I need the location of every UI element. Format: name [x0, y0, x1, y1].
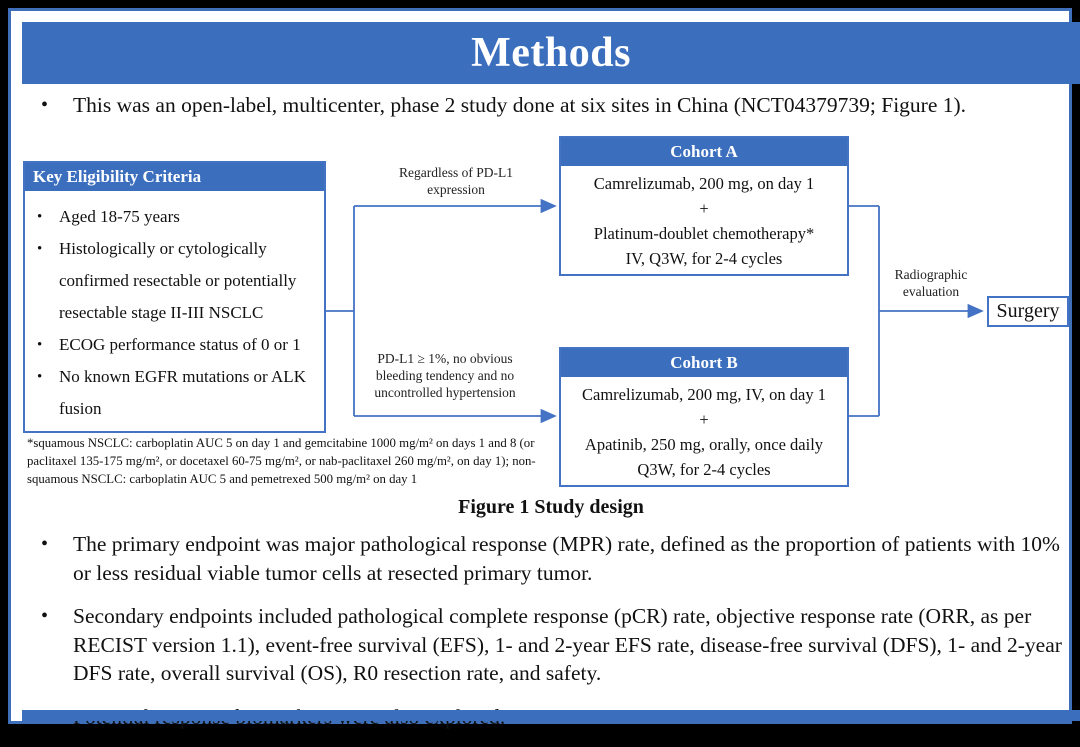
flow-connectors	[326, 198, 984, 424]
bullet-text: The primary endpoint was major pathologi…	[73, 532, 1060, 585]
evaluation-label: Radiographic evaluation	[894, 267, 968, 299]
eligibility-box: Key Eligibility Criteria Aged 18-75 year…	[23, 161, 326, 433]
eligibility-item: Histologically or cytologically confirme…	[35, 233, 318, 329]
cohort-a-header: Cohort A	[561, 138, 847, 166]
eligibility-item: No known EGFR mutations or ALK fusion	[35, 361, 318, 425]
cohort-a-line: Platinum-doublet chemotherapy*	[593, 224, 815, 243]
cohort-a-line: IV, Q3W, for 2-4 cycles	[625, 249, 783, 268]
bullet-primary-endpoint: The primary endpoint was major pathologi…	[41, 530, 1069, 587]
eligibility-list: Aged 18-75 years Histologically or cytol…	[25, 191, 324, 425]
study-design-figure: Key Eligibility Criteria Aged 18-75 year…	[11, 129, 1080, 495]
branch-label-bottom: PD-L1 ≥ 1%, no obvious bleeding tendency…	[374, 351, 516, 400]
cohort-b-line: +	[699, 410, 709, 429]
eligibility-header: Key Eligibility Criteria	[25, 163, 324, 191]
eligibility-item: ECOG performance status of 0 or 1	[35, 329, 318, 361]
bullet-text: Secondary endpoints included pathologica…	[73, 604, 1062, 686]
surgery-label: Surgery	[996, 300, 1060, 322]
branch-label-top: Regardless of PD-L1 expression	[399, 165, 513, 197]
bullet-secondary-endpoints: Secondary endpoints included pathologica…	[41, 602, 1069, 688]
cohort-b-line: Q3W, for 2-4 cycles	[637, 460, 771, 479]
cohort-a-box: Cohort A Camrelizumab, 200 mg, on day 1 …	[559, 136, 849, 276]
chemotherapy-footnote: *squamous NSCLC: carboplatin AUC 5 on da…	[27, 436, 536, 486]
slide: Methods This was an open-label, multicen…	[8, 8, 1080, 729]
cohort-a-body: Camrelizumab, 200 mg, on day 1 + Platinu…	[561, 166, 847, 271]
title-bar: Methods	[22, 22, 1080, 84]
footer-accent-bar	[22, 710, 1080, 721]
page-title: Methods	[471, 30, 631, 76]
surgery-box: Surgery	[987, 296, 1069, 327]
cohort-b-body: Camrelizumab, 200 mg, IV, on day 1 + Apa…	[561, 377, 847, 482]
intro-bullet: This was an open-label, multicenter, pha…	[41, 91, 1063, 120]
figure-caption: Figure 1 Study design	[458, 496, 644, 518]
eligibility-item: Aged 18-75 years	[35, 201, 318, 233]
intro-bullet-text: This was an open-label, multicenter, pha…	[73, 93, 967, 117]
cohort-b-line: Camrelizumab, 200 mg, IV, on day 1	[582, 385, 826, 404]
cohort-b-header: Cohort B	[561, 349, 847, 377]
cohort-a-line: Camrelizumab, 200 mg, on day 1	[593, 174, 815, 193]
cohort-b-line: Apatinib, 250 mg, orally, once daily	[584, 435, 824, 454]
cohort-b-box: Cohort B Camrelizumab, 200 mg, IV, on da…	[559, 347, 849, 487]
cohort-a-line: +	[699, 199, 709, 218]
